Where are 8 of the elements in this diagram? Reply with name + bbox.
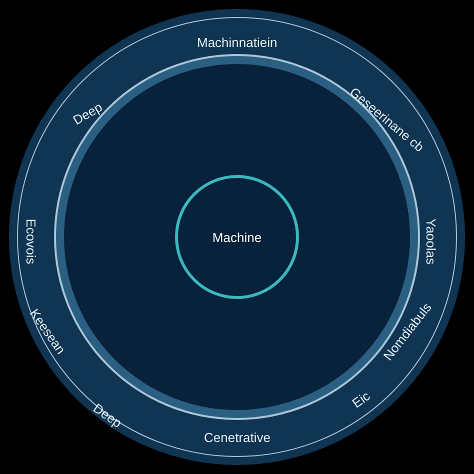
circle-label: Machine: [212, 230, 262, 244]
ring-label: Eic: [350, 388, 372, 410]
ring-label: Cenetrative: [204, 430, 270, 444]
ring-label: Ecovois: [24, 218, 38, 264]
ring-label: Yaoolas: [424, 218, 438, 264]
ring-label: Machinnatiein: [197, 36, 278, 48]
ring-label: Deep: [70, 100, 104, 126]
inner-circle: [175, 175, 299, 299]
